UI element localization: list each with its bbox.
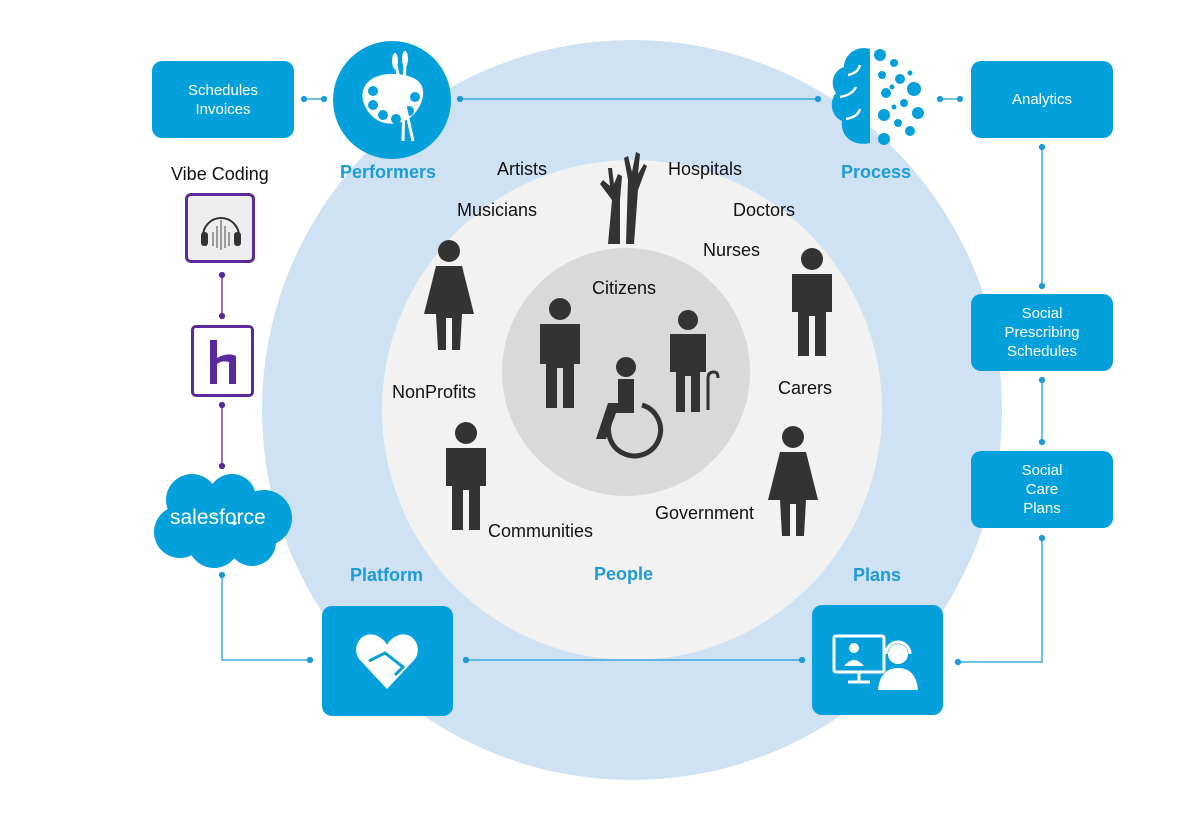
group-nurses: Nurses xyxy=(703,240,761,260)
people-label: People xyxy=(594,564,654,584)
group-citizens: Citizens xyxy=(592,278,657,298)
platform-label: Platform xyxy=(350,565,424,585)
vibe-coding-app[interactable] xyxy=(185,193,255,263)
man-figure-icon xyxy=(540,298,580,408)
brain-icon[interactable] xyxy=(826,45,930,151)
group-communities: Communities xyxy=(488,521,594,541)
elderly-figure-icon xyxy=(670,310,720,412)
performers-node[interactable] xyxy=(333,41,451,159)
box-line: Social xyxy=(1021,305,1063,322)
video-call-icon xyxy=(832,634,918,690)
plans-node[interactable] xyxy=(812,605,943,715)
process-label: Process xyxy=(841,162,912,182)
box-line: Schedules xyxy=(187,81,259,99)
woman-figure-icon xyxy=(768,426,818,536)
group-nonprofits: NonProfits xyxy=(392,382,477,402)
salesforce-logo[interactable]: salesforce xyxy=(152,470,294,570)
box-line: Prescribing xyxy=(1004,324,1080,341)
headphones-icon xyxy=(201,217,241,250)
group-carers: Carers xyxy=(778,378,833,398)
vibe-coding-label: Vibe Coding xyxy=(171,164,269,184)
performers-label: Performers xyxy=(340,162,437,182)
heroku-logo[interactable] xyxy=(191,325,254,397)
box-line: Plans xyxy=(1023,500,1061,517)
wheelchair-icon xyxy=(596,357,664,459)
group-government: Government xyxy=(655,503,755,523)
palette-icon xyxy=(362,51,424,142)
plans-label: Plans xyxy=(853,565,902,585)
group-hospitals: Hospitals xyxy=(668,159,743,179)
salesforce-cloud-icon xyxy=(154,474,292,568)
group-artists: Artists xyxy=(497,159,548,179)
handshake-heart-icon xyxy=(356,634,418,689)
group-musicians: Musicians xyxy=(457,200,538,220)
man-figure-icon xyxy=(792,248,832,356)
box-line: Schedules xyxy=(1006,343,1078,360)
group-doctors: Doctors xyxy=(733,200,796,220)
box-label: Analytics xyxy=(1011,91,1073,108)
analytics-box[interactable]: Analytics xyxy=(971,61,1113,138)
heroku-k-icon xyxy=(210,340,236,384)
woman-figure-icon xyxy=(424,240,474,350)
box-line: Care xyxy=(1025,481,1059,498)
platform-node[interactable] xyxy=(322,606,453,716)
box-line: Invoices xyxy=(195,100,251,118)
salesforce-wordmark: salesforce xyxy=(170,506,266,529)
raised-hands-icon xyxy=(600,152,647,244)
man-figure-icon xyxy=(446,422,486,530)
box-line: Social xyxy=(1021,462,1063,479)
